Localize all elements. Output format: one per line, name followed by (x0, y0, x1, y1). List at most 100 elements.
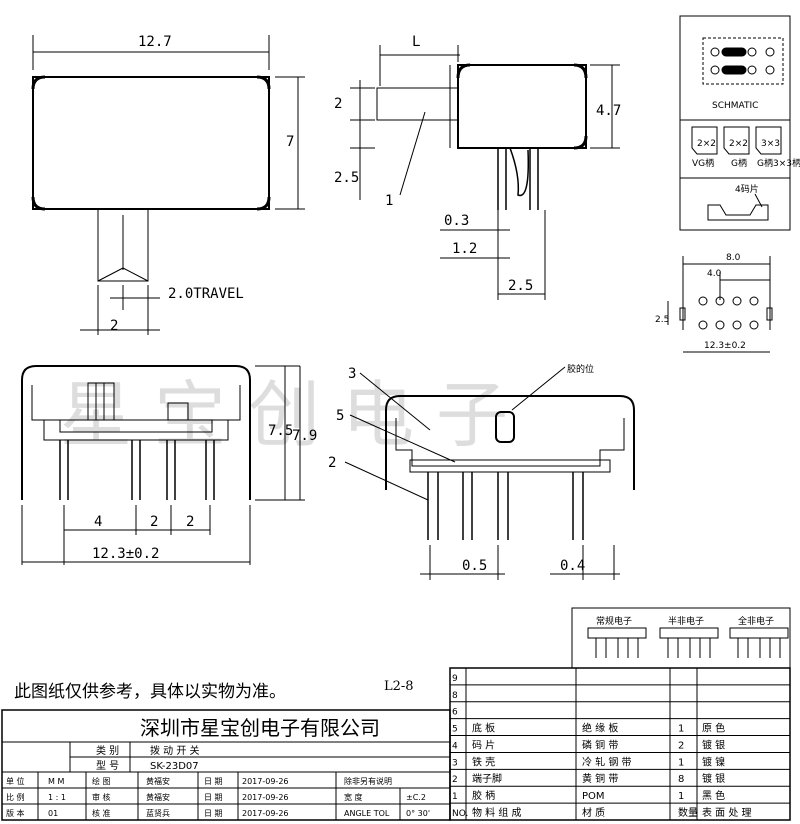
bom-no: 5 (452, 725, 458, 735)
dim-length: L (412, 34, 420, 50)
schematic-box: SCHMATIC 2×2 2×2 3×3 VG柄 G柄 G柄3×3柄 4码片 (679, 15, 800, 231)
dim-total: 12.3±0.2 (92, 546, 159, 562)
pcb-footprint: 8.0 4.0 2.5 12.3±0.2 (655, 253, 773, 353)
bom-material: 黄 铜 带 (582, 772, 618, 785)
bom-material: 冷 轧 钢 带 (582, 755, 632, 768)
dim-height: 7 (286, 134, 294, 150)
dim-4: 4 (94, 514, 102, 530)
bom-no: 4 (452, 741, 458, 751)
top-view: 12.7 7 2.0TRAVEL 2 (31, 34, 305, 335)
dim-travel: 2.0TRAVEL (168, 286, 244, 302)
dim-pin-pitch: 2.5 (508, 278, 533, 294)
label-5: 5 (336, 408, 344, 424)
title-block: 深圳市星宝创电子有限公司 类 别 拨 动 开 关 型 号 SK-23D07 (1, 709, 451, 821)
bom-finish: 镀 银 (702, 772, 725, 785)
footprint-width-8: 8.0 (726, 253, 741, 263)
info-cell: ANGLE TOL (344, 809, 390, 818)
dim-2b: 2 (186, 514, 194, 530)
side-actuator (376, 87, 459, 121)
revision-label: L2-8 (384, 679, 414, 694)
info-cell: 核 准 (92, 808, 111, 818)
bom-qty: 1 (678, 757, 684, 768)
title-key-1: 型 号 (96, 759, 119, 772)
title-val-1: SK-23D07 (150, 761, 199, 772)
info-cell: 除非另有说明 (344, 776, 392, 786)
dim-pin-offset: 2.5 (334, 170, 359, 186)
bom-finish: 原 色 (702, 722, 725, 735)
variant-label-0: 常规电子 (596, 615, 632, 627)
title-val-0: 拨 动 开 关 (150, 744, 200, 757)
info-cell: 版 本 (6, 808, 25, 818)
bom-qty: 1 (678, 791, 684, 802)
schematic-pos-a: 2×2 (697, 139, 716, 149)
side-view: L 2 2.5 4.7 1 0.3 1.2 2.5 (334, 34, 621, 300)
pin-variants: 常规电子 半非电子 全非电子 (571, 607, 791, 669)
section-view: 3 5 2 胶的位 0.5 0.4 (328, 363, 635, 580)
bom-finish: 表 面 处 理 (702, 806, 752, 819)
bom-name: 底 板 (472, 722, 495, 735)
dim-0-5: 0.5 (462, 558, 487, 574)
bom-qty: 1 (678, 724, 684, 735)
top-body (32, 76, 270, 210)
bom-no: 9 (452, 674, 458, 684)
footprint-pitch: 12.3±0.2 (704, 341, 746, 351)
info-cell: 2017-09-26 (242, 793, 289, 802)
info-cell: 0° 30' (406, 809, 430, 818)
bom-finish: 黑 色 (702, 789, 725, 802)
bom-table (449, 667, 791, 821)
bom-name: 铁 壳 (472, 755, 495, 768)
info-cell: 单 位 (6, 776, 25, 786)
info-cell: 黄福安 (146, 776, 170, 786)
bom-no: 3 (452, 758, 458, 768)
bom-no: NO. (452, 809, 468, 819)
info-cell: 1 : 1 (48, 793, 66, 802)
bom-finish: 镀 镍 (702, 755, 725, 768)
title-key-0: 类 别 (96, 744, 119, 757)
bom-material: POM (582, 791, 605, 802)
label-3: 3 (348, 366, 356, 382)
bom-material: 绝 缘 板 (582, 722, 618, 735)
footprint-height: 2.5 (655, 315, 669, 325)
disclaimer-note: 此图纸仅供参考，具体以实物为准。 (14, 682, 286, 702)
schematic-frame (679, 15, 791, 231)
info-cell: 01 (48, 809, 58, 818)
info-cell: 黄福安 (146, 792, 170, 802)
bom-material: 磷 铜 带 (582, 738, 618, 751)
schematic-cap-b: G柄 (731, 157, 747, 169)
side-body (457, 64, 587, 149)
variant-label-1: 半非电子 (668, 615, 704, 627)
schematic-cap-a: VG柄 (692, 157, 714, 169)
info-cell: 宽 度 (344, 792, 363, 802)
bom-qty: 2 (678, 740, 684, 751)
watermark: 星宝创电子 (60, 373, 530, 457)
info-cell: ±C.2 (406, 793, 426, 802)
clip-label: 4码片 (735, 183, 759, 195)
dim-pin-width: 1.2 (452, 241, 477, 257)
schematic-cap-c: G柄3×3柄 (757, 157, 800, 169)
bom-qty: 8 (678, 774, 684, 785)
dim-pin-thickness: 0.3 (444, 213, 469, 229)
dim-body-height: 4.7 (596, 103, 621, 119)
info-cell: 日 期 (204, 777, 223, 786)
info-cell: 审 核 (92, 792, 111, 802)
bom-name: 端子脚 (472, 772, 502, 785)
info-cell: 2017-09-26 (242, 809, 289, 818)
info-cell: 蓝贤兵 (146, 808, 170, 818)
dim-height-7-9: 7.9 (292, 428, 317, 444)
dim-height-7-5: 7.5 (268, 423, 293, 439)
dim-2a: 2 (150, 514, 158, 530)
bom-no: 2 (452, 775, 458, 785)
company-name: 深圳市星宝创电子有限公司 (140, 716, 380, 740)
schematic-label: SCHMATIC (712, 101, 758, 111)
info-cell: 日 期 (204, 793, 223, 802)
bom-qty: 数量 (678, 806, 698, 819)
bom-name: 胶 柄 (472, 789, 495, 802)
callout-1: 1 (385, 193, 393, 209)
front-view: 7.5 7.9 4 2 2 12.3±0.2 (21, 365, 317, 565)
rivet-label: 胶的位 (567, 363, 594, 375)
label-2: 2 (328, 455, 336, 471)
bom-name: 物 料 组 成 (472, 806, 522, 819)
dim-width: 12.7 (138, 34, 172, 50)
